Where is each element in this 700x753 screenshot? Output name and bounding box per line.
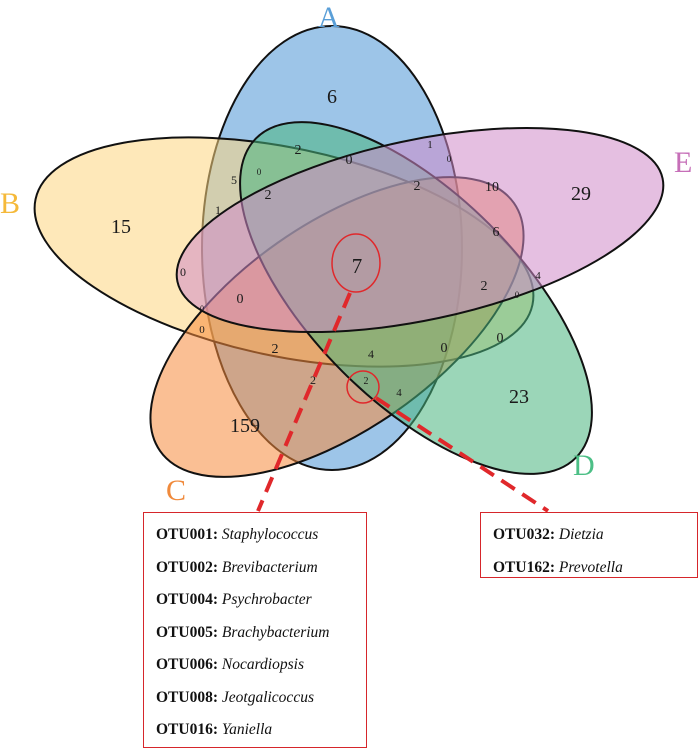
region-count: 2 xyxy=(364,376,369,387)
otu-id: OTU002: xyxy=(156,558,218,576)
otu-id: OTU016: xyxy=(156,721,218,738)
region-count: 2 xyxy=(310,373,316,387)
set-label-b: B xyxy=(0,187,20,220)
otu-genus: Staphylococcus xyxy=(221,526,319,543)
callout-line-left xyxy=(256,292,352,512)
otu-genus: Yaniella xyxy=(221,721,273,738)
set-label-c: C xyxy=(166,474,186,507)
highlight-small-circle xyxy=(346,370,380,404)
region-count: 4 xyxy=(368,347,374,361)
region-count: 6 xyxy=(493,225,500,240)
region-count: 2 xyxy=(295,143,302,158)
highlight-core-circle xyxy=(331,233,381,293)
region-count: 0 xyxy=(346,153,353,168)
otu-id: OTU005: xyxy=(156,623,218,641)
region-count: 4 xyxy=(535,270,541,282)
otu-entry: OTU002: Brevibacterium xyxy=(156,552,366,585)
otu-entry: OTU006: Nocardiopsis xyxy=(156,649,366,682)
otu-entry: OTU005: Brachybacterium xyxy=(156,617,366,650)
region-count: 0 xyxy=(441,341,448,356)
region-count: 15 xyxy=(111,216,131,238)
otu-id: OTU032: xyxy=(493,526,555,543)
otu-entry: OTU004: Psychrobacter xyxy=(156,584,366,617)
region-count: 0 xyxy=(257,167,262,177)
otu-genus: Nocardiopsis xyxy=(221,656,304,673)
set-label-d: D xyxy=(573,449,595,482)
region-count: 6 xyxy=(327,86,337,108)
region-count: 10 xyxy=(485,180,499,195)
region-count: 0 xyxy=(199,324,205,336)
ellipse-set-e xyxy=(175,126,665,334)
region-count: 159 xyxy=(230,415,260,437)
otu-id: OTU162: xyxy=(493,558,555,576)
otu-callout-box-core: OTU001: Staphylococcus OTU002: Brevibact… xyxy=(143,512,367,748)
otu-callout-box-cd: OTU032: Dietzia OTU162: Prevotella xyxy=(480,512,698,578)
region-count: 23 xyxy=(509,386,529,408)
region-count: 4 xyxy=(396,387,402,399)
region-count: 1 xyxy=(215,203,221,217)
region-count: 0 xyxy=(447,154,452,164)
region-count: 2 xyxy=(414,179,421,194)
region-count: 0 xyxy=(200,304,204,313)
otu-entry: OTU016: Yaniella xyxy=(156,714,366,747)
otu-genus: Prevotella xyxy=(558,558,623,576)
otu-genus: Brachybacterium xyxy=(221,623,330,641)
otu-entry: OTU008: Jeotgalicoccus xyxy=(156,682,366,715)
region-count: 29 xyxy=(571,183,591,205)
region-count: 2 xyxy=(481,279,488,294)
otu-genus: Jeotgalicoccus xyxy=(221,688,314,706)
region-count: 0 xyxy=(237,292,244,307)
region-count: 1 xyxy=(427,139,433,151)
region-count: 0 xyxy=(515,290,520,300)
otu-id: OTU008: xyxy=(156,688,218,706)
set-label-e: E xyxy=(674,146,692,179)
region-count: 7 xyxy=(352,254,363,278)
otu-entry: OTU162: Prevotella xyxy=(493,552,697,585)
otu-genus: Psychrobacter xyxy=(221,591,312,608)
region-count: 2 xyxy=(265,188,272,203)
otu-id: OTU001: xyxy=(156,526,218,543)
region-count: 2 xyxy=(272,342,279,357)
otu-genus: Dietzia xyxy=(558,526,604,543)
region-count: 0 xyxy=(180,265,186,279)
set-label-a: A xyxy=(318,1,340,34)
region-count: 5 xyxy=(231,173,237,187)
otu-id: OTU006: xyxy=(156,656,218,673)
otu-genus: Brevibacterium xyxy=(221,558,318,576)
otu-entry: OTU001: Staphylococcus xyxy=(156,519,366,552)
otu-id: OTU004: xyxy=(156,591,218,608)
region-count: 0 xyxy=(497,331,504,346)
callout-line-right xyxy=(374,396,550,513)
otu-entry: OTU032: Dietzia xyxy=(493,519,697,552)
